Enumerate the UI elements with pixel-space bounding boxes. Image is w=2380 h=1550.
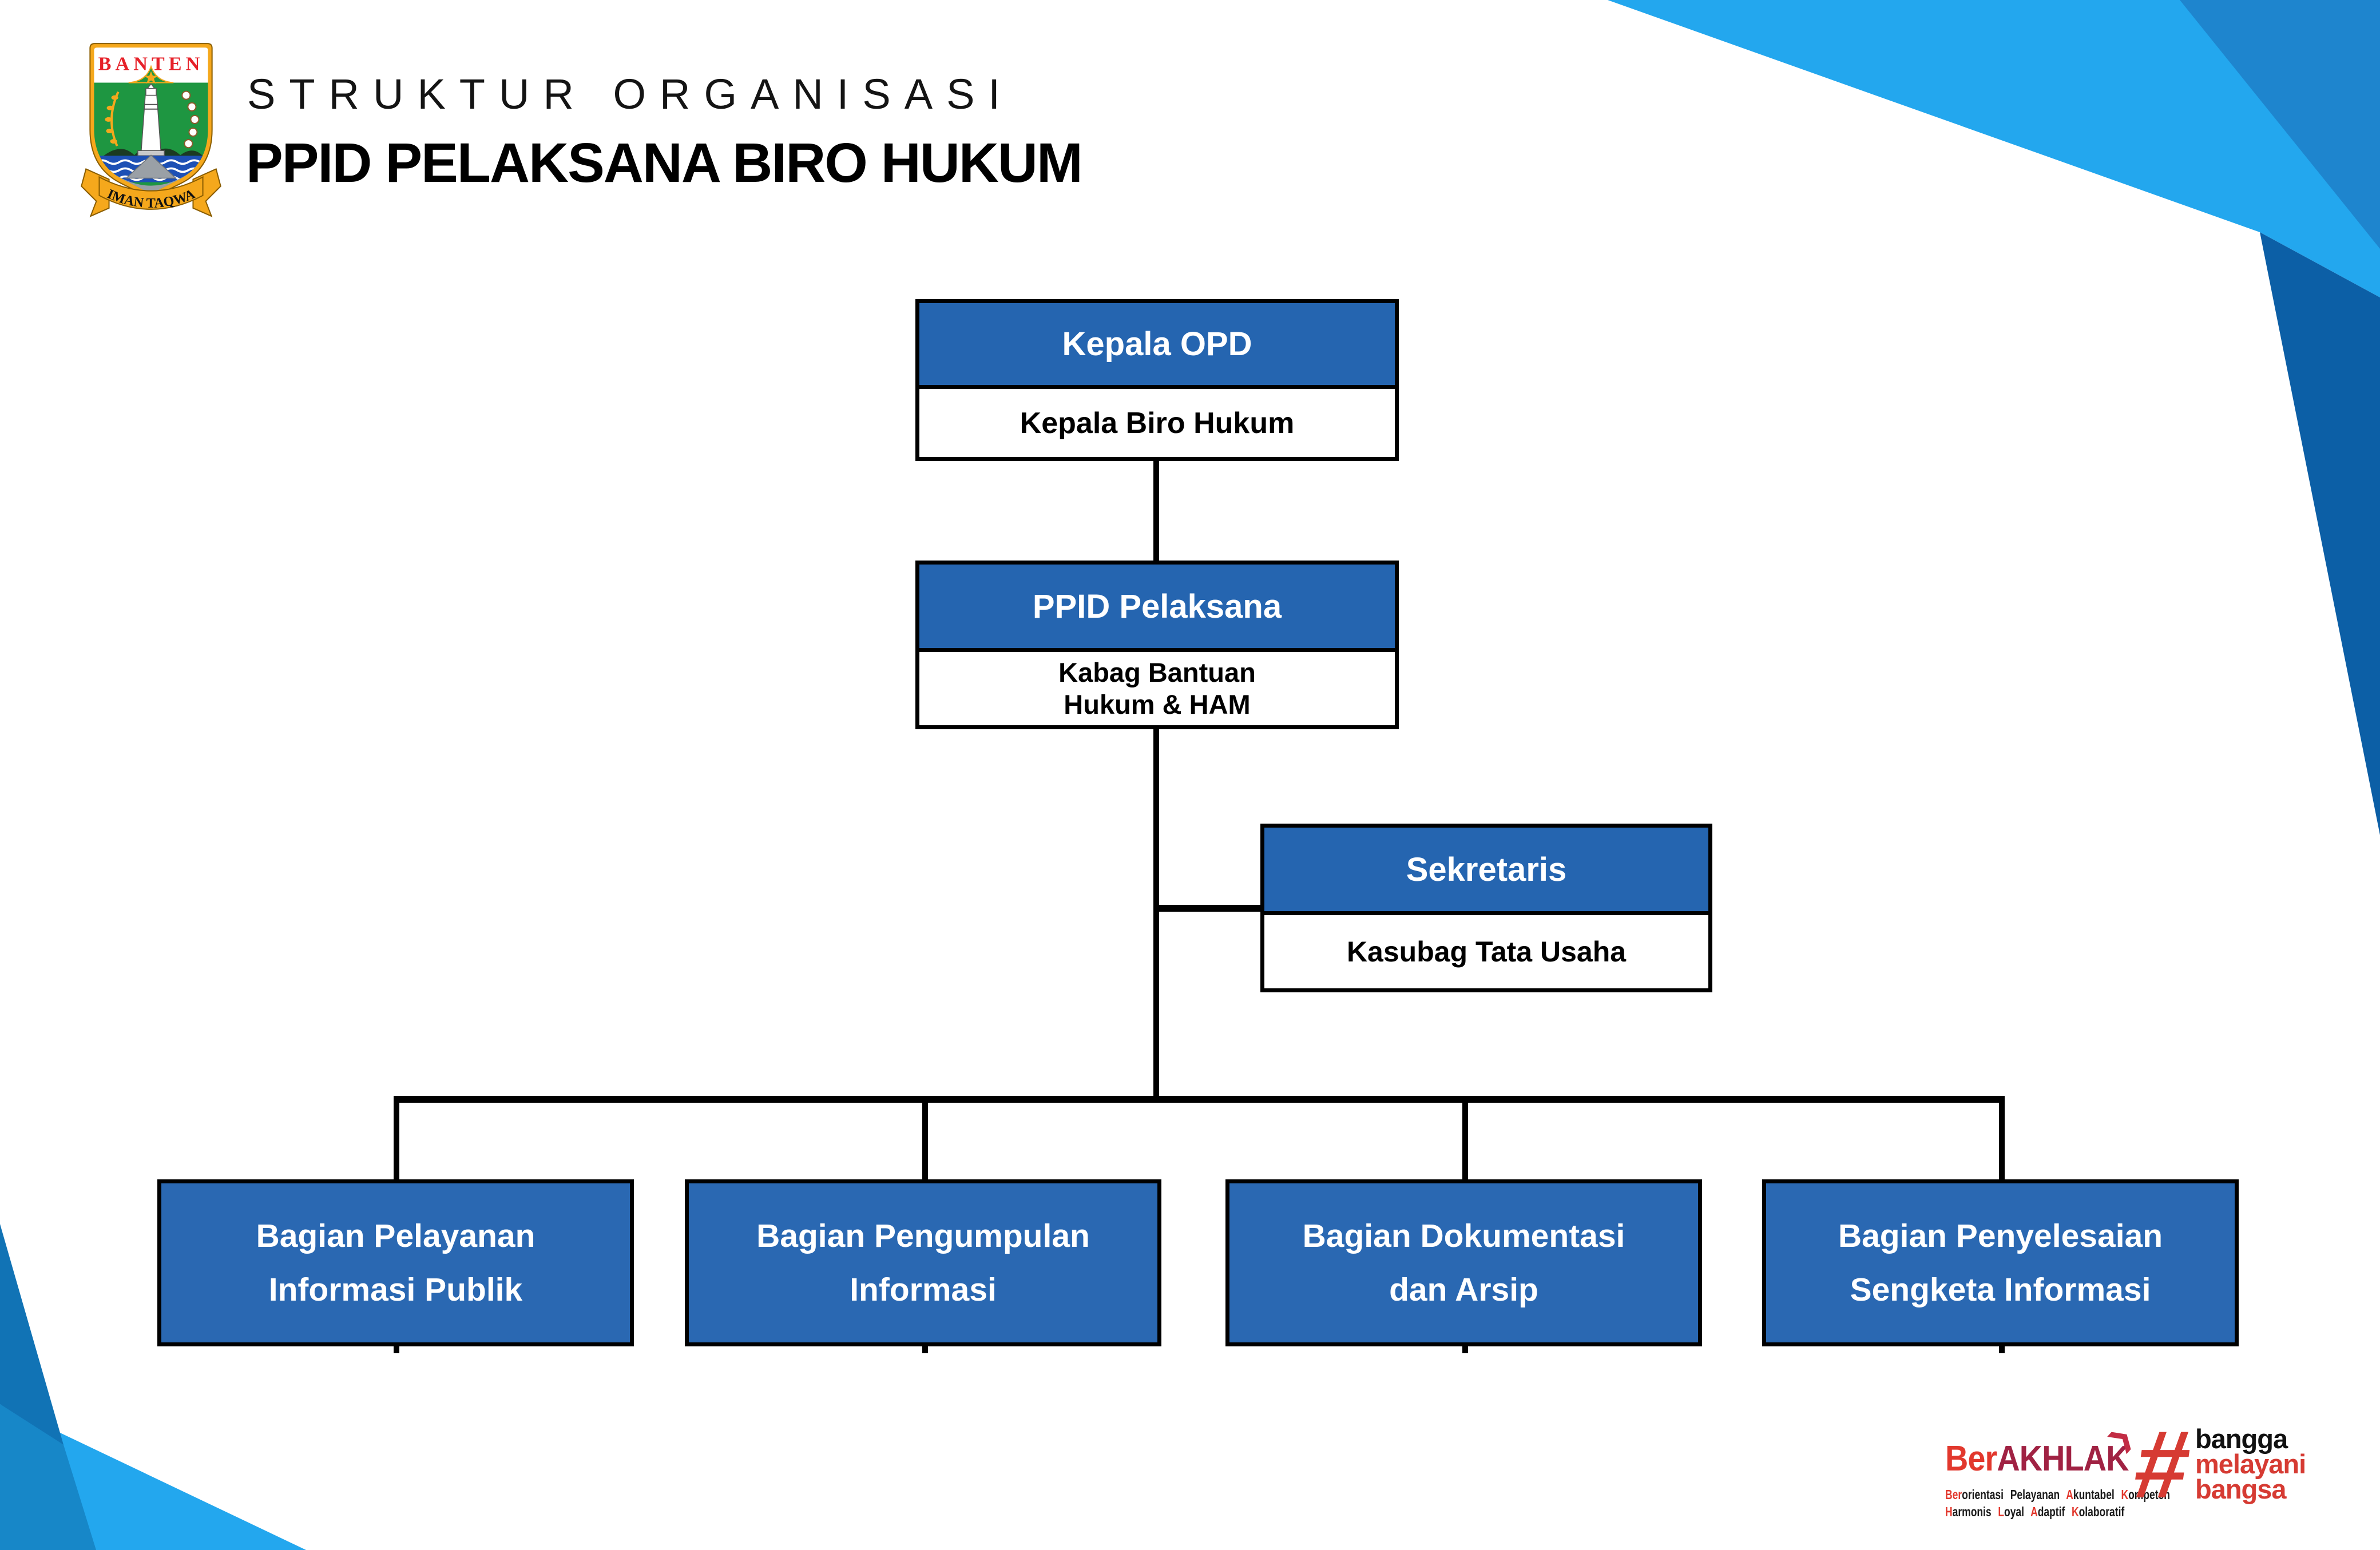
node-sekretaris: Sekretaris Kasubag Tata Usaha bbox=[1260, 824, 1712, 992]
org-unit-dokumentasi-arsip: Bagian Dokumentasi dan Arsip bbox=[1225, 1179, 1702, 1346]
berakhlak-brand: BerAKHLAK ❯ bbox=[1945, 1421, 2140, 1483]
unit-line2: Informasi Publik bbox=[268, 1271, 523, 1308]
unit-line1: Bagian Pelayanan bbox=[256, 1218, 536, 1254]
node-kepala-opd: Kepala OPD Kepala Biro Hukum bbox=[915, 299, 1399, 461]
hashtag-word-bangsa: bangsa bbox=[2195, 1474, 2287, 1504]
org-unit-penyelesaian-sengketa: Bagian Penyelesaian Sengketa Informasi bbox=[1762, 1179, 2239, 1346]
node-title: Sekretaris bbox=[1264, 828, 1708, 915]
berakhlak-brand-suffix: AKHLAK bbox=[1997, 1439, 2129, 1479]
hashtag-icon: # bbox=[2128, 1410, 2197, 1518]
corner-shape-top-right-light bbox=[1608, 0, 2380, 297]
connector-stub bbox=[394, 1345, 399, 1353]
lighthouse-icon bbox=[137, 83, 165, 157]
connector-stub bbox=[1999, 1345, 2005, 1353]
unit-line2: dan Arsip bbox=[1389, 1271, 1538, 1308]
corner-shape-bottom-left-dark bbox=[0, 1224, 64, 1445]
connector-trunk bbox=[1153, 728, 1159, 1099]
unit-line1: Bagian Pengumpulan bbox=[756, 1218, 1090, 1254]
banten-logo-text: BANTEN bbox=[98, 53, 204, 74]
hashtag-word-melayani: melayani bbox=[2195, 1449, 2306, 1479]
motto-banner bbox=[98, 176, 204, 210]
cotton-branch-icon bbox=[181, 90, 200, 149]
page-title: STRUKTUR ORGANISASI bbox=[247, 70, 1014, 118]
node-title: PPID Pelaksana bbox=[919, 565, 1395, 652]
berakhlak-logo: BerAKHLAK ❯ Berorientasi Pelayanan Akunt… bbox=[1945, 1421, 2170, 1520]
unit-line1: Bagian Penyelesaian bbox=[1838, 1218, 2163, 1254]
node-subtitle: Kasubag Tata Usaha bbox=[1346, 936, 1627, 968]
hashtag-word-bangga: bangga bbox=[2195, 1424, 2288, 1454]
dam bbox=[125, 154, 177, 179]
unit-line1: Bagian Dokumentasi bbox=[1302, 1218, 1625, 1254]
node-subtitle: Kepala Biro Hukum bbox=[1020, 406, 1295, 440]
hashtag-words: bangga melayani bangsa bbox=[2195, 1424, 2306, 1504]
node-subtitle: Kabag Bantuan Hukum & HAM bbox=[919, 652, 1395, 725]
corner-shape-bottom-left-light bbox=[0, 1404, 306, 1550]
berakhlak-tagline-line1: Berorientasi Pelayanan Akuntabel Kompete… bbox=[1945, 1487, 2170, 1502]
org-unit-pengumpulan-informasi: Bagian Pengumpulan Informasi bbox=[685, 1179, 1161, 1346]
connector-sekretaris bbox=[1153, 905, 1267, 912]
page-subtitle: PPID PELAKSANA BIRO HUKUM bbox=[246, 132, 1083, 194]
connector-dropper-2 bbox=[922, 1101, 928, 1181]
connector-kepala-ppid bbox=[1153, 459, 1159, 562]
connector-stub bbox=[1462, 1345, 1468, 1353]
connector-dropper-1 bbox=[394, 1101, 399, 1181]
corner-shape-top-right-dark bbox=[2260, 232, 2380, 835]
connector-dropper-4 bbox=[1999, 1101, 2005, 1181]
banten-logo: BANTEN IMAN TAQWA bbox=[81, 43, 221, 217]
bangga-melayani-bangsa-logo: # bangga melayani bangsa bbox=[2128, 1410, 2380, 1532]
connector-distribution bbox=[394, 1096, 2005, 1103]
unit-line2: Sengketa Informasi bbox=[1850, 1271, 2151, 1308]
node-ppid-pelaksana: PPID Pelaksana Kabag Bantuan Hukum & HAM bbox=[915, 561, 1399, 729]
node-title: Kepala OPD bbox=[919, 303, 1395, 389]
berakhlak-tagline-line2: Harmonis Loyal Adaptif Kolaboratif bbox=[1945, 1504, 2125, 1519]
connector-stub bbox=[922, 1345, 928, 1353]
connector-dropper-3 bbox=[1462, 1101, 1468, 1181]
star-icon bbox=[144, 71, 158, 84]
corner-shape-bottom-left-mid bbox=[0, 1404, 96, 1550]
org-unit-pelayanan-informasi-publik: Bagian Pelayanan Informasi Publik bbox=[157, 1179, 634, 1346]
node-subtitle-line2: Hukum & HAM bbox=[1064, 689, 1251, 720]
unit-line2: Informasi bbox=[850, 1271, 997, 1308]
node-subtitle-line1: Kabag Bantuan bbox=[1058, 657, 1256, 687]
corner-shape-top-right-mid bbox=[2180, 0, 2380, 249]
berakhlak-brand-prefix: Ber bbox=[1945, 1439, 1997, 1479]
